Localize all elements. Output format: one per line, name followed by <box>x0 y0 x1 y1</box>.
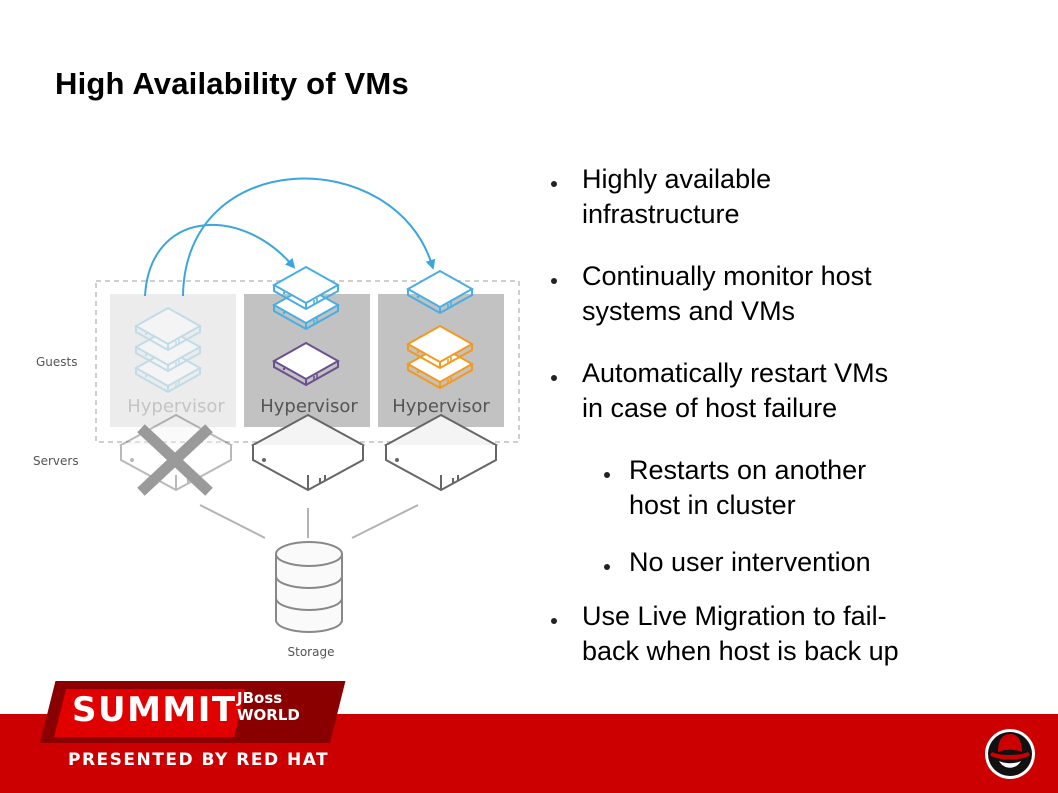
bullet-auto-restart: Automatically restart VMs in case of hos… <box>540 356 1040 426</box>
migration-arrow-short <box>144 223 296 297</box>
bullet-line: No user intervention <box>629 547 871 577</box>
bullet-line: systems and VMs <box>582 296 796 326</box>
servers-label: Servers <box>33 454 79 468</box>
storage-link-1 <box>199 504 266 539</box>
bullet-line: back when host is back up <box>582 636 899 666</box>
redhat-shadowman-icon <box>985 729 1035 779</box>
bullet-line: host in cluster <box>629 490 796 520</box>
bullet-line: in case of host failure <box>582 393 838 423</box>
bullet-line: infrastructure <box>582 199 740 229</box>
migration-arrow-long <box>182 177 436 297</box>
storage-database-icon <box>275 541 343 633</box>
summit-logo-text: SUMMIT <box>72 690 237 730</box>
bullet-line: Continually monitor host <box>582 261 872 291</box>
hypervisor-label-3: Hypervisor <box>392 396 490 417</box>
subbullet-no-user-intervention: No user intervention <box>540 545 1040 580</box>
bullet-line: Restarts on another <box>629 455 867 485</box>
failed-vm-stack <box>135 307 201 393</box>
hypervisor-label-1: Hypervisor <box>127 396 225 417</box>
bullet-live-migration: Use Live Migration to fail- back when ho… <box>540 599 1040 669</box>
bullet-line: Use Live Migration to fail- <box>582 601 887 631</box>
footer: SUMMIT JBoss WORLD PRESENTED BY RED HAT <box>0 681 1058 793</box>
summit-logo: SUMMIT JBoss WORLD <box>40 681 346 745</box>
storage-label: Storage <box>288 645 335 659</box>
subbullet-restarts-on-another-host: Restarts on another host in cluster <box>540 453 1040 523</box>
guests-label: Guests <box>36 355 78 369</box>
bullet-line: Highly available <box>582 164 772 194</box>
bullet-list: Highly available infrastructure Continua… <box>540 162 1040 669</box>
hypervisor-label-2: Hypervisor <box>260 396 358 417</box>
ha-diagram-svg: Hypervisor Hypervisor Hypervisor Guests … <box>33 177 520 659</box>
bullet-highly-available: Highly available infrastructure <box>540 162 1040 232</box>
ha-diagram: Hypervisor Hypervisor Hypervisor Guests … <box>0 150 540 670</box>
jboss-world-logo-text: JBoss WORLD <box>237 689 300 724</box>
storage-link-3 <box>351 504 419 539</box>
failed-server-cross-icon <box>137 424 213 496</box>
slide-title: High Availability of VMs <box>55 66 409 101</box>
bullet-monitor-hosts: Continually monitor host systems and VMs <box>540 259 1040 329</box>
footer-subtitle: PRESENTED BY RED HAT <box>68 750 330 770</box>
bullet-line: Automatically restart VMs <box>582 358 889 388</box>
